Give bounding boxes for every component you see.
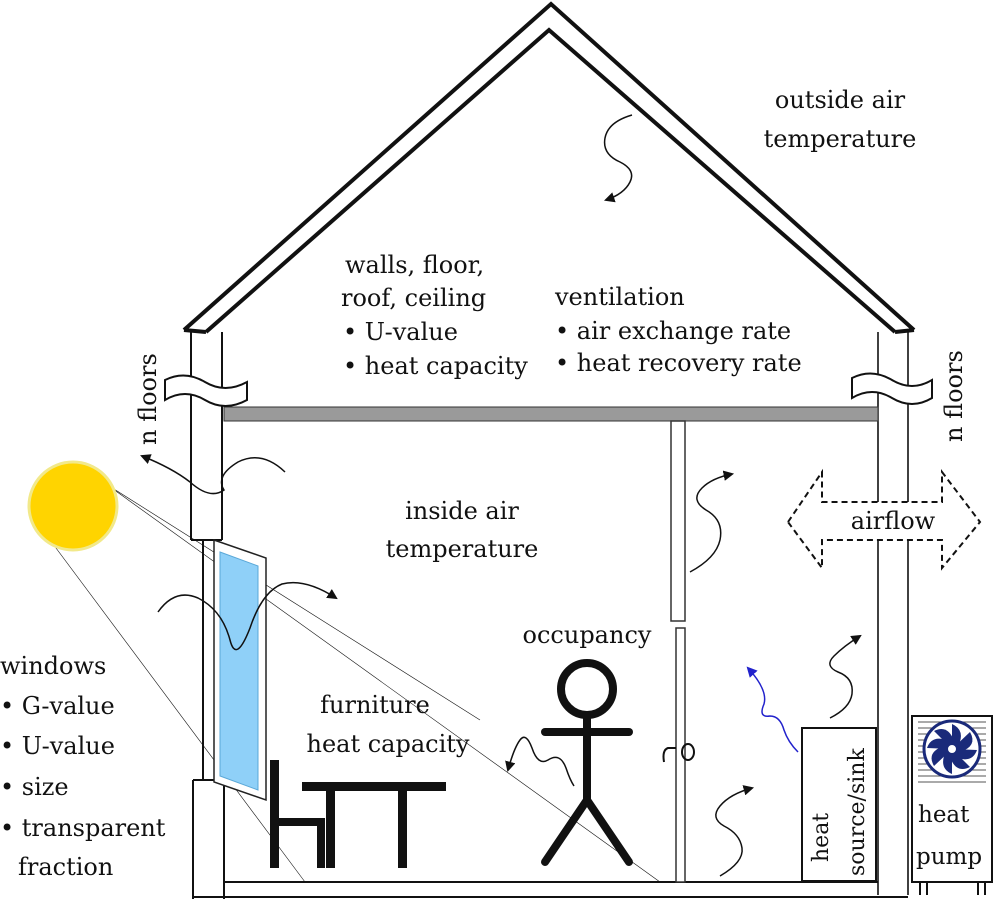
heat-pump-label-2: pump	[916, 844, 982, 870]
heat-pump-label-1: heat	[918, 802, 970, 828]
windows-item-5: fraction	[18, 853, 113, 881]
floor-break-left	[164, 374, 248, 407]
floor	[193, 881, 908, 898]
windows-item-1: • G-value	[0, 692, 115, 720]
right-wall	[877, 332, 909, 895]
door-handle-icon	[662, 743, 695, 763]
airflow-arrow	[786, 468, 982, 572]
ventilation-label: ventilation	[554, 283, 685, 311]
walls-item-2: • heat capacity	[343, 352, 528, 380]
airflow-label: airflow	[851, 507, 936, 535]
inside-air-label-2: temperature	[386, 535, 539, 563]
person-icon	[541, 659, 633, 866]
sun-rays	[49, 483, 661, 883]
outside-air-label-1: outside air	[775, 86, 906, 114]
n-floors-right: n floors	[940, 350, 968, 442]
ceiling-slab	[223, 406, 879, 422]
furniture-label-2: heat capacity	[307, 730, 470, 758]
occupancy-label: occupancy	[523, 621, 652, 649]
heat-source-label-1: heat	[809, 813, 834, 862]
inside-air-label-1: inside air	[405, 497, 519, 525]
windows-item-3: • size	[0, 773, 69, 801]
sun-icon	[27, 460, 119, 552]
ventilation-item-1: • air exchange rate	[555, 317, 791, 345]
walls-item-1: • U-value	[343, 318, 458, 346]
walls-label-2: roof, ceiling	[341, 284, 486, 312]
window	[213, 538, 267, 802]
windows-item-2: • U-value	[0, 732, 115, 760]
heat-flow-arrows	[140, 114, 862, 877]
roof	[182, 1, 916, 334]
windows-label: windows	[0, 652, 106, 680]
floor-break-right	[851, 372, 933, 405]
walls-label-1: walls, floor,	[345, 251, 484, 279]
heat-source-box	[801, 727, 877, 882]
interior-wall	[670, 420, 686, 883]
furniture-label-1: furniture	[320, 691, 430, 719]
heat-source-label-2: source/sink	[845, 748, 870, 876]
fan-icon	[922, 719, 982, 779]
outside-air-label-2: temperature	[764, 125, 917, 153]
n-floors-left: n floors	[134, 353, 162, 445]
ventilation-item-2: • heat recovery rate	[555, 349, 802, 377]
windows-item-4: • transparent	[0, 814, 166, 842]
chair-icon	[270, 760, 325, 868]
heat-source-blue-wave	[746, 666, 799, 753]
table-icon	[302, 782, 446, 868]
